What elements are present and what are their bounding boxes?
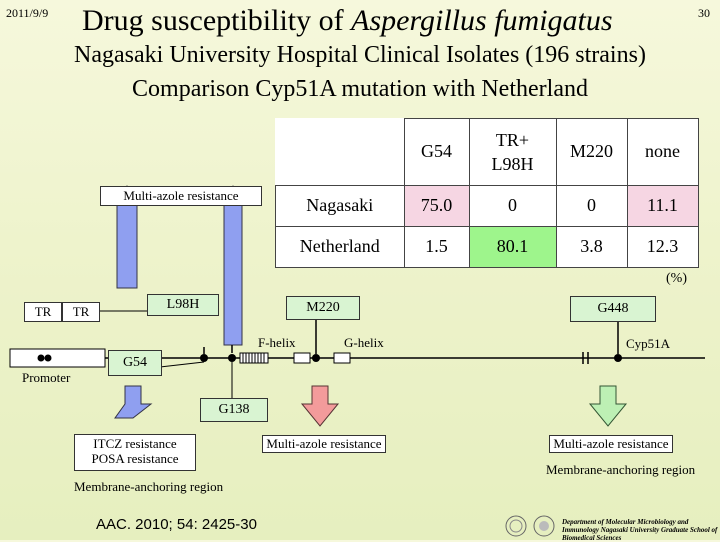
itcz-posa-resistance-box: ITCZ resistance POSA resistance: [74, 434, 196, 471]
multi-azole-arrow-mid: [300, 385, 340, 427]
table-row: Netherland 1.5 80.1 3.8 12.3: [275, 225, 699, 268]
slide-title: Drug susceptibility of Aspergillus fumig…: [82, 4, 613, 38]
m220-marker: [312, 354, 320, 362]
subtitle-1: Nagasaki University Hospital Clinical Is…: [74, 42, 646, 68]
reference-citation: AAC. 2010; 54: 2425-30: [96, 516, 257, 533]
posa-resistance-label: POSA resistance: [91, 451, 179, 466]
multi-azole-arrow-right-green: [588, 385, 628, 427]
g138-marker: [228, 354, 236, 362]
university-logo-icon: [505, 515, 555, 537]
f-helix-bar: [293, 352, 311, 364]
row-label-netherland: Netherland: [275, 225, 405, 268]
cell-nagasaki-none: 11.1: [626, 184, 699, 227]
g448-box: G448: [570, 296, 656, 322]
col-header-none: none: [626, 118, 699, 186]
date-label: 2011/9/9: [6, 6, 49, 20]
multi-azole-arrow-right: [214, 185, 252, 346]
col-header-tr-l98h: TR+ L98H: [468, 118, 557, 186]
row-label-nagasaki: Nagasaki: [275, 184, 405, 227]
g-helix-bar: [333, 352, 351, 364]
promoter-dot-1: [37, 354, 45, 362]
title-species: Aspergillus fumigatus: [351, 4, 613, 37]
cell-netherland-tr-l98h: 80.1: [468, 225, 557, 268]
g448-marker: [614, 354, 622, 362]
membrane-anchoring-label-right: Membrane-anchoring region: [546, 462, 696, 477]
table-header-row: G54 TR+ L98H M220 none: [276, 118, 699, 186]
cell-nagasaki-g54: 75.0: [403, 184, 470, 227]
cell-nagasaki-m220: 0: [555, 184, 628, 227]
multi-azole-resistance-box-mid: Multi-azole resistance: [262, 435, 386, 453]
col-header-g54: G54: [403, 118, 470, 186]
tr-box-left: TR: [24, 302, 62, 322]
promoter-box: [9, 348, 106, 368]
multi-azole-resistance-box: Multi-azole resistance: [100, 186, 262, 206]
subtitle-2: Comparison Cyp51A mutation with Netherla…: [132, 76, 588, 102]
g54-connector: [159, 361, 205, 368]
cyp51a-label: Cyp51A: [626, 336, 671, 351]
membrane-region: [239, 352, 269, 364]
cell-nagasaki-tr-l98h: 0: [468, 184, 557, 227]
f-helix-label: F-helix: [258, 335, 296, 350]
promoter-dot-2: [44, 354, 52, 362]
mutation-table: G54 TR+ L98H M220 none Nagasaki 75.0 0 0…: [275, 118, 699, 268]
membrane-anchoring-label-left: Membrane-anchoring region: [74, 479, 224, 494]
cell-netherland-g54: 1.5: [403, 225, 470, 268]
g54-marker: [200, 354, 208, 362]
g-helix-label: G-helix: [344, 335, 384, 350]
cell-netherland-none: 12.3: [626, 225, 699, 268]
department-label: Department of Molecular Microbiology and…: [562, 518, 718, 542]
g54-box: G54: [108, 350, 162, 376]
page-number: 30: [698, 6, 710, 20]
tr-box-right: TR: [62, 302, 100, 322]
itcz-resistance-label: ITCZ resistance: [93, 436, 177, 451]
col-header-m220: M220: [555, 118, 628, 186]
itcz-arrow: [114, 385, 153, 419]
m220-box: M220: [286, 296, 360, 320]
g138-box: G138: [200, 398, 268, 422]
title-prefix: Drug susceptibility of: [82, 4, 352, 37]
cell-netherland-m220: 3.8: [555, 225, 628, 268]
table-row: Nagasaki 75.0 0 0 11.1: [275, 184, 699, 227]
promoter-label: Promoter: [22, 370, 71, 385]
l98h-box: L98H: [147, 294, 219, 316]
multi-azole-resistance-box-right: Multi-azole resistance: [549, 435, 673, 453]
unit-label: (%): [666, 271, 687, 286]
